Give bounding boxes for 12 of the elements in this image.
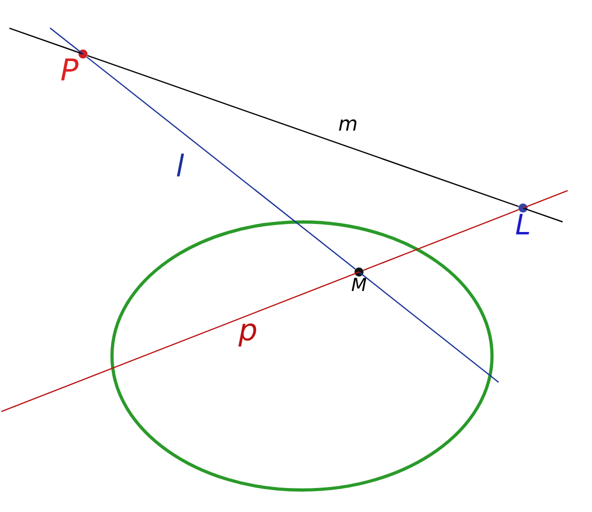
node-label: M: [352, 278, 366, 292]
line: [86, 56, 356, 270]
point: P: [61, 50, 88, 80]
line: [363, 209, 519, 271]
node-label: P: [61, 58, 78, 80]
line-label: p: [238, 324, 256, 347]
point: M: [352, 268, 366, 292]
point: L: [516, 204, 530, 234]
node-label: L: [516, 214, 530, 234]
line-label: l: [176, 154, 184, 176]
line-label: m: [338, 119, 356, 131]
line: [87, 54, 519, 208]
